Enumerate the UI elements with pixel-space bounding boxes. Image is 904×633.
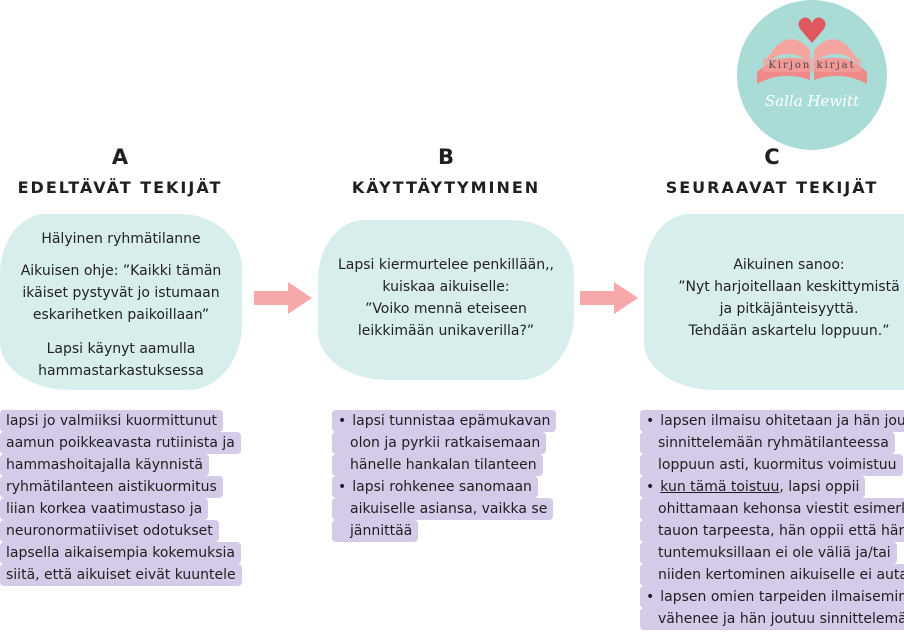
list-b-line: aikuiselle asiansa, vaikka se: [332, 498, 554, 520]
underlined-text: kun tämä toistuu: [660, 479, 780, 495]
list-c-line: loppuun asti, kuormitus voimistuu: [640, 454, 903, 476]
logo-author: Salla Hewitt: [764, 92, 860, 110]
list-b-line: hänelle hankalan tilanteen: [332, 454, 543, 476]
bubble-a-line: Hälyinen ryhmätilanne: [41, 231, 201, 247]
logo: Kirjon kirjat Salla Hewitt: [737, 0, 887, 150]
arrow-right-icon: [580, 282, 638, 314]
bubble-b-line: ”Voiko mennä eteiseen: [365, 301, 527, 317]
logo-brand: Kirjon kirjat: [768, 60, 856, 71]
bubble-c-line: Tehdään askartelu loppuun.”: [688, 323, 890, 339]
list-a-line: aamun poikkeavasta rutiinista ja: [0, 432, 241, 454]
bubble-c-line: ja pitkäjänteisyyttä.: [719, 301, 859, 317]
list-c-line: niiden kertominen aikuiselle ei auta: [640, 564, 904, 586]
list-a-line: hammashoitajalla käynnistä: [0, 454, 209, 476]
list-b-line: lapsi tunnistaa epämukavan: [332, 410, 557, 432]
list-a-line: ryhmätilanteen aistikuormitus: [0, 476, 223, 498]
list-c-line: sinnittelemään ryhmätilanteessa: [640, 432, 895, 454]
list-c-line: tauon tarpeesta, hän oppii että hän: [640, 520, 904, 542]
bubble-b-line: Lapsi kiermurtelee penkillään,,: [337, 257, 555, 273]
column-a-list: lapsi jo valmiiksi kuormittunut aamun po…: [0, 410, 242, 586]
list-c-line: lapsen ilmaisu ohitetaan ja hän jou: [640, 410, 904, 432]
bubble-a-line: Aikuisen ohje: ”Kaikki tämän: [20, 263, 222, 279]
bubble-c-line: ”Nyt harjoitellaan keskittymistä: [678, 279, 900, 295]
list-a-line: siitä, että aikuiset eivät kuuntele: [0, 564, 242, 586]
list-a-line: lapsella aikaisempia kokemuksia: [0, 542, 241, 564]
list-a-line: neuronormatiiviset odotukset: [0, 520, 219, 542]
bubble-a-line: Lapsi käynyt aamulla: [46, 341, 196, 357]
list-c-line: lapsen omien tarpeiden ilmaisemin: [640, 586, 904, 608]
bubble-c-line: Aikuinen sanoo:: [733, 257, 845, 273]
column-c-list: lapsen ilmaisu ohitetaan ja hän jou sinn…: [640, 410, 904, 633]
column-b-title: KÄYTTÄYTYMINEN: [351, 178, 541, 197]
bubble-a-line: hammastarkastuksessa: [38, 363, 204, 379]
column-c-bubble: Aikuinen sanoo: ”Nyt harjoitellaan keski…: [644, 214, 904, 390]
bubble-b-line: kuiskaa aikuiselle:: [382, 279, 510, 295]
column-b-bubble: Lapsi kiermurtelee penkillään,, kuiskaa …: [318, 220, 574, 380]
column-a-title: EDELTÄVÄT TEKIJÄT: [17, 178, 223, 197]
list-a-line: lapsi jo valmiiksi kuormittunut: [0, 410, 224, 432]
list-c-line: ohittamaan kehonsa viestit esimerk: [640, 498, 904, 520]
bubble-a-line: eskarihetken paikoillaan”: [32, 307, 210, 323]
column-a-letter: A: [111, 145, 129, 169]
column-b-list: lapsi tunnistaa epämukavan olon ja pyrki…: [332, 410, 557, 542]
list-c-line: tuntemuksillaan ei ole väliä ja/tai: [640, 542, 897, 564]
column-b-letter: B: [437, 145, 454, 169]
list-c-text: , lapsi oppii: [779, 479, 860, 495]
list-c-line: kun tämä toistuu, lapsi oppii: [640, 476, 866, 498]
list-c-line: vähenee ja hän joutuu sinnittelemä: [640, 608, 904, 630]
list-b-line: jännittää: [332, 520, 419, 542]
book-heart-icon: [757, 17, 867, 84]
column-c-letter: C: [764, 145, 780, 169]
list-b-line: lapsi rohkenee sanomaan: [332, 476, 538, 498]
arrow-right-icon: [254, 282, 312, 314]
list-a-line: liian korkea vaatimustaso ja: [0, 498, 209, 520]
bubble-b-line: leikkimään unikaverilla?”: [357, 323, 535, 339]
bubble-a-line: ikäiset pystyvät jo istumaan: [22, 285, 220, 301]
list-b-line: olon ja pyrkii ratkaisemaan: [332, 432, 547, 454]
column-a-bubble: Hälyinen ryhmätilanne Aikuisen ohje: ”Ka…: [0, 214, 242, 390]
column-c-title: SEURAAVAT TEKIJÄT: [665, 178, 879, 197]
